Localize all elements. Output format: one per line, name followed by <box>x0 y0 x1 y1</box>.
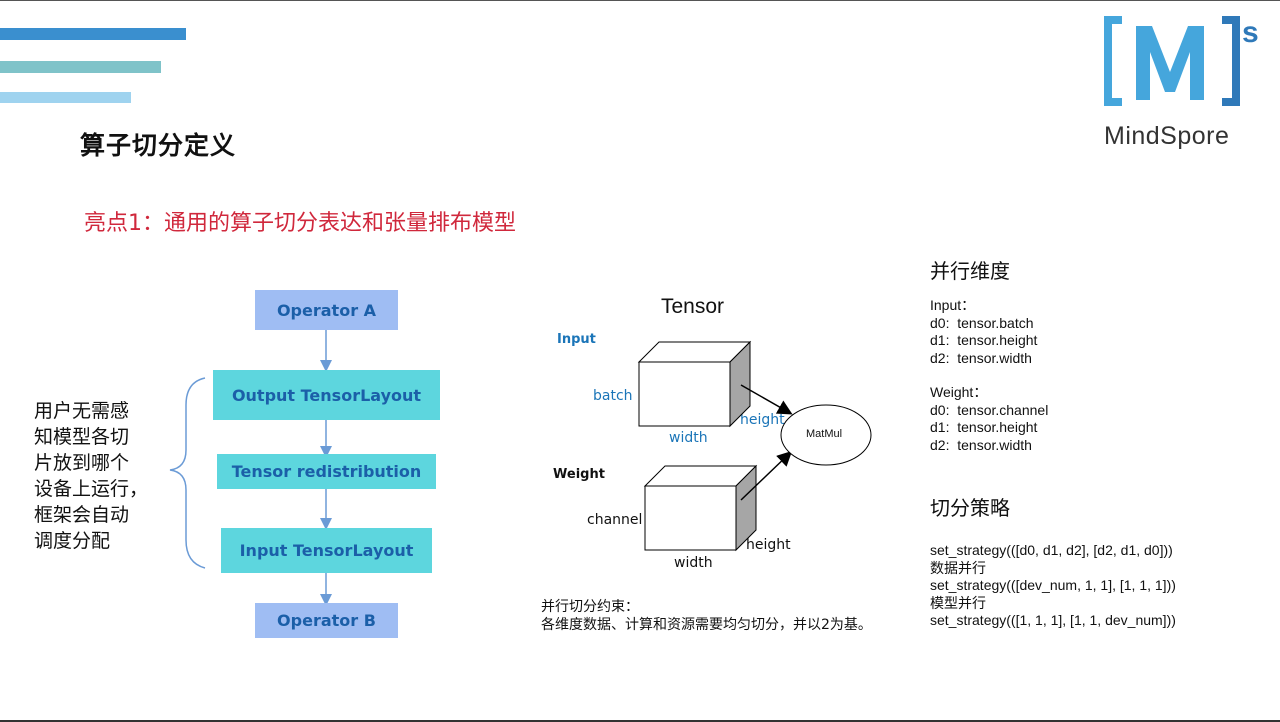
input-layout-box: Input TensorLayout <box>221 528 432 573</box>
strategy-line: set_strategy(([dev_num, 1, 1], [1, 1, 1]… <box>930 577 1176 593</box>
parallel-dims-heading: 并行维度 <box>930 259 1010 283</box>
left-note-line: 片放到哪个 <box>34 452 130 474</box>
slide-bottom-border <box>0 720 1280 722</box>
constraint-line-2: 各维度数据、计算和资源需要均匀切分，并以2为基。 <box>541 617 872 633</box>
decor-stripe-3 <box>0 92 131 103</box>
input-dim-line: d0: tensor.batch <box>930 314 1034 331</box>
input-label: Input <box>557 332 596 347</box>
tensor-title: Tensor <box>661 295 725 318</box>
weight-width-label: width <box>674 555 713 571</box>
strategy-block: set_strategy(([d0, d1, d2], [d2, d1, d0]… <box>930 542 1176 630</box>
highlight-subtitle: 亮点1：通用的算子切分表达和张量排布模型 <box>84 211 516 236</box>
matmul-label: MatMul <box>806 428 843 440</box>
strategy-line: 数据并行 <box>930 559 986 576</box>
left-note-line: 调度分配 <box>34 530 111 552</box>
operator-a-box: Operator A <box>255 290 398 330</box>
brace-shape <box>169 377 206 569</box>
logo-wordmark: MindSpore <box>1104 122 1230 150</box>
input-dims-title: Input： <box>930 297 976 313</box>
weight-dim-line: d2: tensor.width <box>930 436 1032 453</box>
weight-channel-label: channel <box>587 512 643 528</box>
input-dim-line: d2: tensor.width <box>930 349 1032 366</box>
left-note-line: 设备上运行， <box>34 478 149 500</box>
weight-label: Weight <box>553 467 605 482</box>
strategy-heading: 切分策略 <box>930 496 1010 520</box>
left-note: 用户无需感 知模型各切 片放到哪个 设备上运行， 框架会自动 调度分配 <box>34 398 154 554</box>
decor-stripe-2 <box>0 61 161 73</box>
redistribution-box: Tensor redistribution <box>217 454 436 489</box>
weight-height-label: height <box>746 537 791 553</box>
strategy-line: set_strategy(([1, 1, 1], [1, 1, dev_num]… <box>930 612 1176 628</box>
operator-b-box: Operator B <box>255 603 398 638</box>
svg-text:s: s <box>1242 16 1259 49</box>
strategy-line: set_strategy(([d0, d1, d2], [d2, d1, d0]… <box>930 542 1173 558</box>
page-title: 算子切分定义 <box>80 131 237 160</box>
weight-dim-line: d1: tensor.height <box>930 419 1038 435</box>
left-note-line: 用户无需感 <box>34 400 130 422</box>
left-note-line: 知模型各切 <box>34 426 130 448</box>
weight-dim-line: d0: tensor.channel <box>930 401 1049 418</box>
input-height-label: height <box>740 412 785 428</box>
constraint-line-1: 并行切分约束： <box>541 599 639 615</box>
input-dim-line: d1: tensor.height <box>930 332 1038 348</box>
slide-top-border <box>0 0 1280 1</box>
left-note-line: 框架会自动 <box>34 504 130 526</box>
strategy-line: 模型并行 <box>930 594 986 611</box>
input-batch-label: batch <box>593 388 633 404</box>
input-width-label: width <box>669 430 708 446</box>
parallel-dims-block: Input： d0: tensor.batch d1: tensor.heigh… <box>930 297 1048 454</box>
output-layout-box: Output TensorLayout <box>213 370 440 420</box>
decor-stripe-1 <box>0 28 186 40</box>
mindspore-logo-icon: s <box>1104 16 1259 106</box>
weight-dims-title: Weight： <box>930 384 988 400</box>
